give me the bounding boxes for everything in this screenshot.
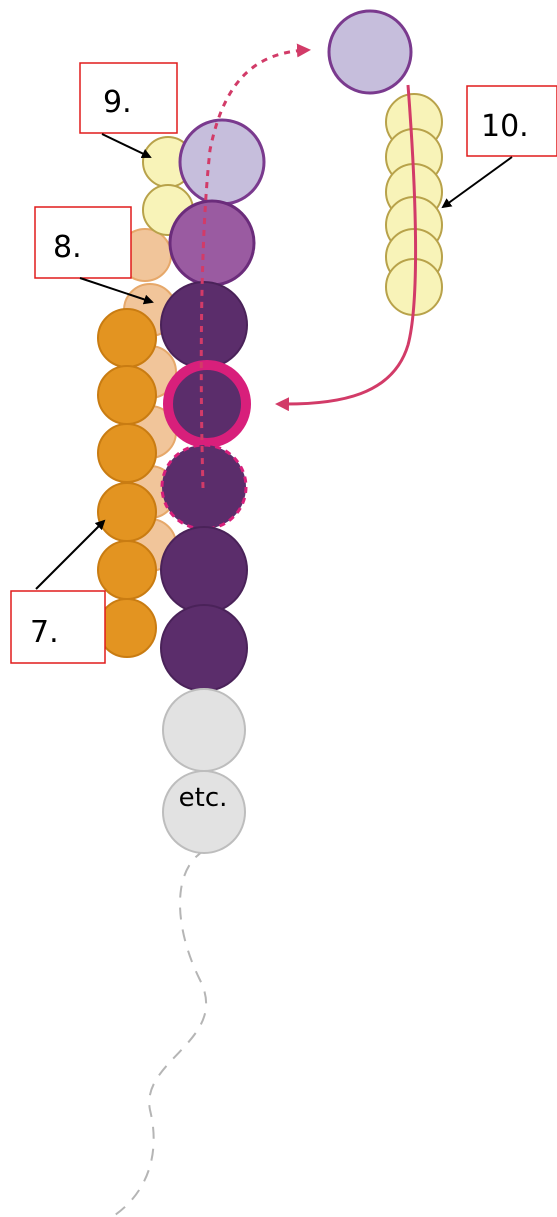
tail-thread [114,849,208,1216]
pointer-arrow-7 [35,519,106,590]
grey-bead [162,688,246,772]
bead-column-main [160,118,266,854]
label-8: 8. [53,230,82,265]
pointer-arrow-9 [101,133,152,159]
label-8-box [34,206,132,279]
label-10: 10. [481,109,529,144]
dark-purple-bead [160,526,248,614]
highlighted-bead [163,360,251,448]
etc-label: etc. [179,783,228,813]
mid-purple-bead [168,199,256,287]
orange-beads [97,308,157,658]
dark-purple-bead [160,604,248,692]
lavender-bead [178,118,266,206]
label-9: 9. [103,85,132,120]
label-7-box [10,590,106,664]
pointer-arrow-8 [79,277,154,305]
pointer-arrow-10 [441,156,513,209]
dark-purple-bead [160,281,248,369]
label-7: 7. [30,615,59,650]
lavender-bead-right [327,9,413,95]
label-10-box [466,85,557,157]
thread-solid-return [275,84,418,412]
label-9-box [79,62,178,134]
grey-bead [162,770,246,854]
